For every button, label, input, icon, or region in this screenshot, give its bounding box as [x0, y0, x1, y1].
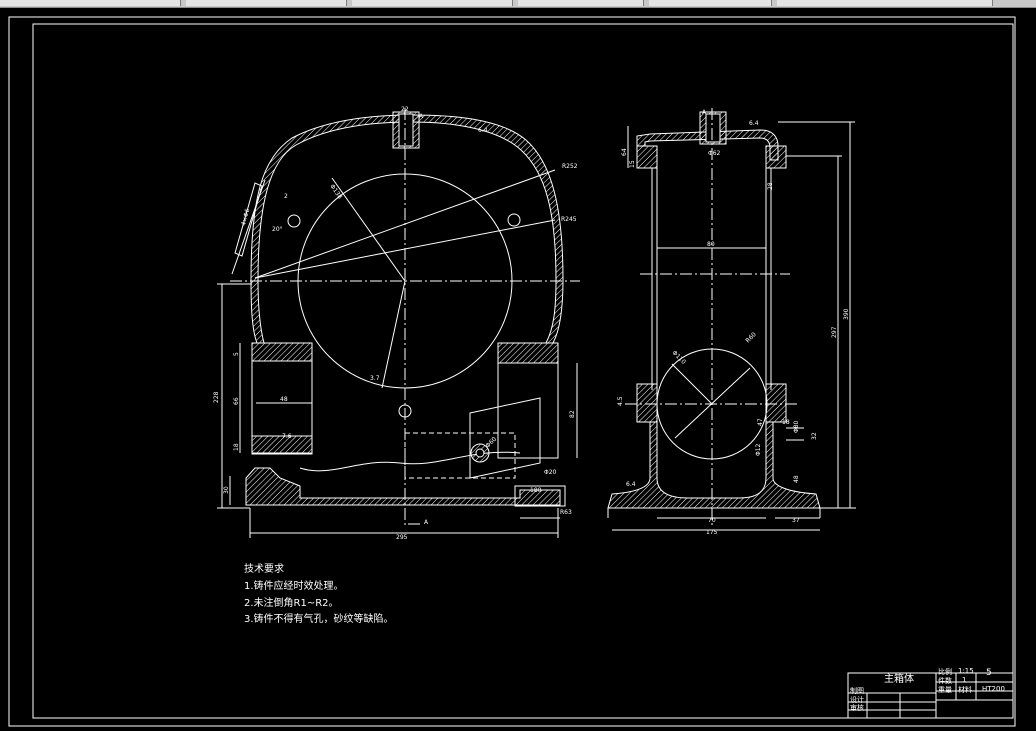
drawing-canvas[interactable]: 22 A 6.4 R252 R245 Φ138 20° 2 3.7 295 22…	[0, 8, 1036, 731]
dim-left-total: 228	[213, 391, 220, 403]
side-base-hatch	[607, 421, 821, 509]
front-view	[217, 108, 580, 538]
side-base: 175	[706, 529, 718, 536]
dim-chamfer: 2	[284, 193, 288, 200]
outer-frame	[8, 16, 1016, 727]
title-block-grid	[847, 672, 1014, 719]
side-mid-h: 297	[831, 326, 838, 338]
side-foot-l: 6.4	[626, 481, 636, 488]
side-right-w: 28	[767, 182, 774, 190]
front-base-hatch	[245, 467, 561, 506]
document-tab[interactable]	[0, 0, 181, 6]
design-label: 设计	[850, 696, 864, 704]
dim-wall: 6.4	[478, 127, 488, 134]
document-tab[interactable]	[352, 0, 513, 6]
inner-frame	[32, 23, 1014, 719]
dim-angle: 20°	[272, 226, 283, 233]
dim-top-width: 22	[401, 106, 409, 113]
side-boss-w: Φ62	[708, 150, 721, 157]
part-name: 主箱体	[884, 674, 914, 685]
side-view	[607, 108, 856, 531]
side-d-hole: Φ12	[755, 443, 762, 456]
side-base-r: 37	[792, 517, 800, 524]
material-label: 材料	[958, 686, 972, 694]
tech-requirement-1: 1.铸件应经时效处理。	[244, 581, 344, 592]
side-top-a: A	[702, 109, 707, 116]
front-shell-hatch	[250, 114, 564, 344]
dim-base-width: 295	[396, 534, 408, 541]
side-circle-d: Φ110	[671, 349, 688, 366]
dim-left-inner: 48	[280, 396, 288, 403]
side-total-h: 390	[843, 308, 850, 320]
qty-value: 1	[962, 676, 967, 684]
dim-foot-r: R63	[560, 509, 572, 516]
side-wall: 6.4	[749, 120, 759, 127]
side-flange: 15	[629, 160, 636, 168]
document-tab[interactable]	[649, 0, 772, 6]
weight-label: 重量	[938, 686, 952, 694]
drawn-label: 制图	[850, 687, 864, 695]
side-inner: 80	[707, 241, 715, 248]
side-bore: Φ80	[793, 420, 800, 433]
dim-left-mid: 66	[233, 397, 240, 405]
tech-requirements-title: 技术要求	[244, 564, 284, 575]
side-base-in: 70	[708, 517, 716, 524]
tech-requirement-2: 2.未注倒角R1~R2。	[244, 598, 339, 609]
document-tab[interactable]	[777, 0, 993, 6]
dim-side-a: 5	[233, 352, 240, 356]
side-right-pad: 47	[757, 418, 764, 426]
document-tab-bar	[0, 0, 1036, 8]
dim-hole-dia: Φ60	[484, 436, 498, 450]
dim-foot-w: 180	[530, 487, 542, 494]
document-tab[interactable]	[518, 0, 644, 6]
dim-section-bottom: A	[424, 519, 429, 526]
cad-drawing: 22 A 6.4 R252 R245 Φ138 20° 2 3.7 295 22…	[8, 16, 1016, 727]
document-tab[interactable]	[186, 0, 347, 6]
dim-boss: 3.7	[370, 375, 380, 382]
dim-bottom-h: 30	[223, 486, 230, 494]
side-circle-r: R60	[744, 331, 757, 344]
sheet-number: 5	[986, 668, 992, 678]
dim-section-mark: A	[419, 113, 424, 120]
side-right-r: 32	[811, 432, 818, 440]
qty-label: 件数	[938, 677, 952, 685]
side-detail: 18	[782, 419, 790, 426]
side-left-small: 4.5	[617, 396, 624, 406]
dim-r252: R252	[562, 163, 578, 170]
dim-dia: Φ138	[328, 183, 343, 200]
scale-value: 1:15	[958, 667, 974, 675]
dim-r245: R245	[561, 216, 577, 223]
material-value: HT200	[982, 685, 1005, 693]
side-right-h: 48	[793, 475, 800, 483]
dim-side-b: 18	[233, 443, 240, 451]
dim-corner: 7.6	[282, 433, 292, 440]
scale-label: 比例	[938, 668, 952, 676]
front-right-boss	[497, 342, 559, 364]
side-top-h: 64	[621, 148, 628, 156]
dim-right-h: 82	[569, 410, 576, 418]
dim-pad: 4×Φ6	[240, 208, 251, 227]
dim-foot: Φ20	[544, 469, 557, 476]
check-label: 审核	[850, 704, 864, 712]
tech-requirement-3: 3.铸件不得有气孔，砂纹等缺陷。	[244, 614, 394, 625]
